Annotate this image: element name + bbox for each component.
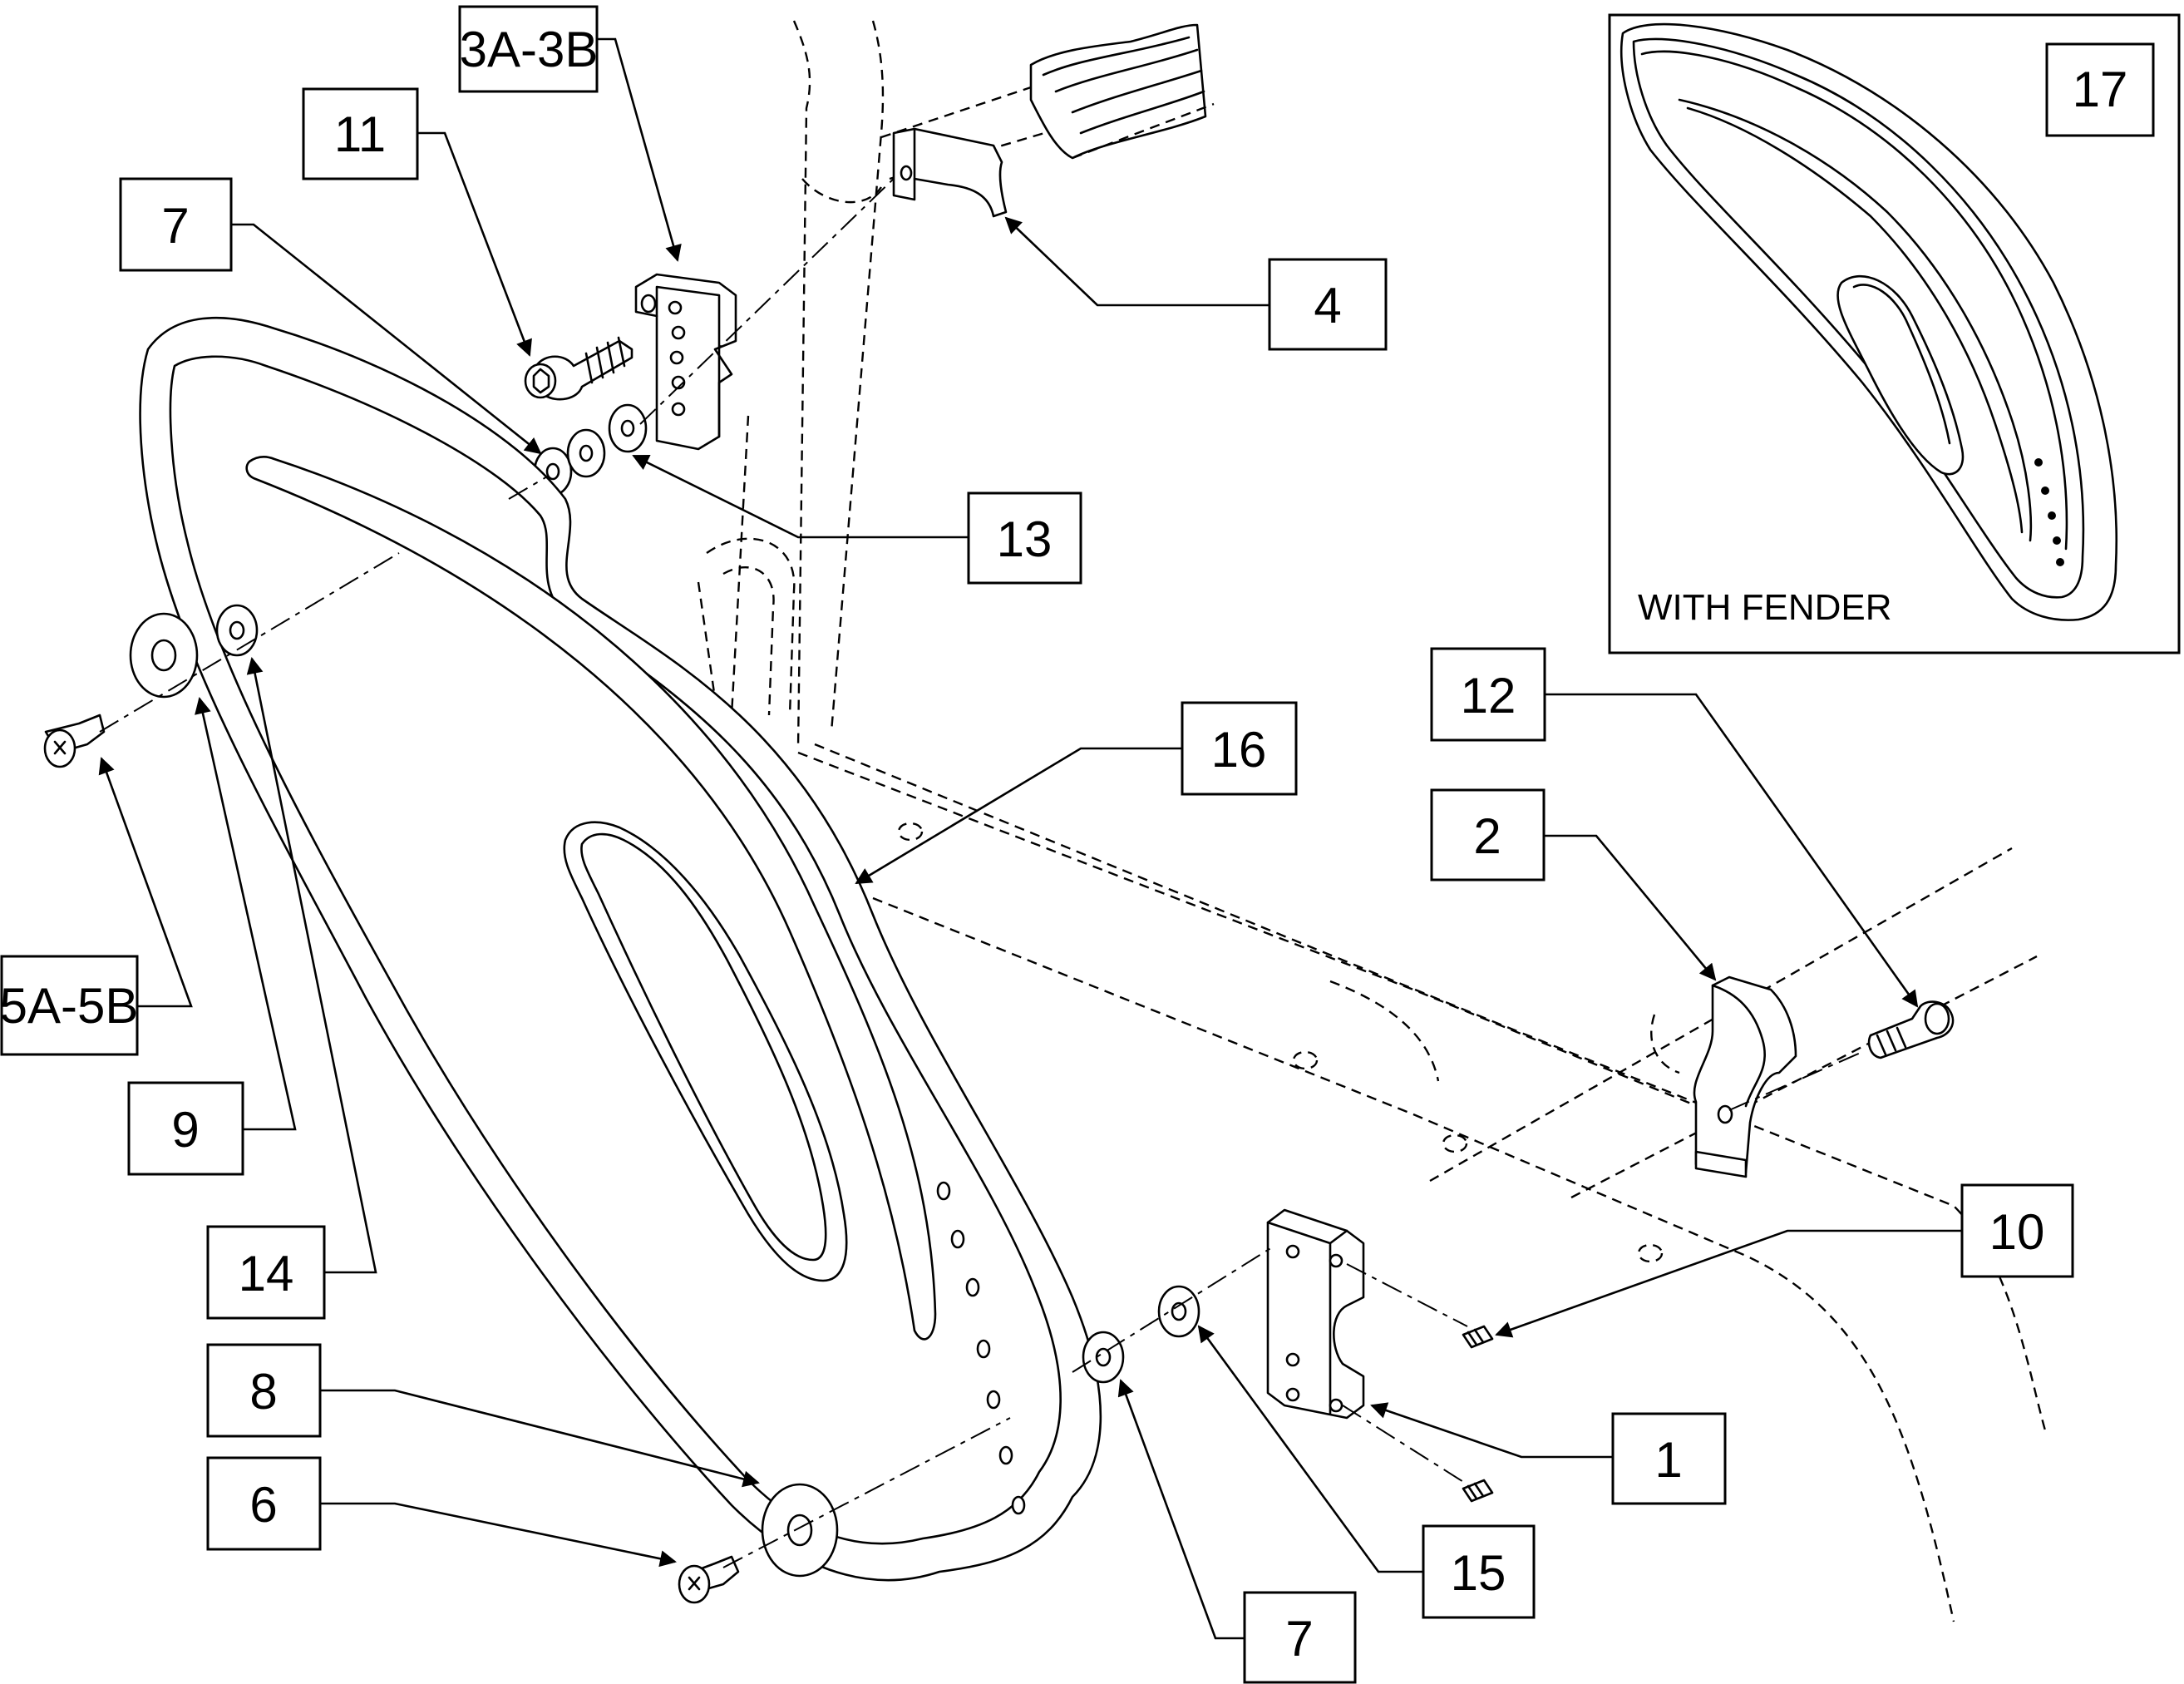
- label-7-bottom: 7: [1285, 1611, 1313, 1667]
- callout-labels: 3A-3B 11 7 4 13 16 12 2 5A-5B 9 10 14 8 …: [0, 5, 2074, 1684]
- label-8: 8: [249, 1364, 277, 1420]
- label-2: 2: [1473, 808, 1501, 864]
- leader-lines: [98, 37, 1962, 1640]
- assembly-axes: [99, 174, 1863, 1568]
- lower-clamp-part-2: [1693, 975, 1797, 1178]
- lower-left-hardware: [678, 1483, 839, 1604]
- label-9: 9: [171, 1102, 199, 1158]
- fender-plate-part-17: [1620, 22, 2118, 621]
- inset-with-fender: 17 WITH FENDER: [1608, 13, 2181, 654]
- label-3a-3b: 3A-3B: [460, 22, 599, 77]
- label-4: 4: [1314, 278, 1341, 333]
- label-12: 12: [1461, 668, 1516, 723]
- side-guard-part-16: [139, 316, 1102, 1582]
- label-7-top: 7: [161, 198, 189, 254]
- label-15: 15: [1451, 1545, 1506, 1601]
- bracket-part-1: [1266, 1208, 1365, 1420]
- bolt-part-11: [524, 336, 634, 401]
- lower-washer-stack: [1082, 1285, 1200, 1384]
- label-1: 1: [1654, 1432, 1682, 1488]
- label-11: 11: [334, 106, 386, 162]
- inset-caption: WITH FENDER: [1638, 587, 1892, 628]
- push-handle-grip: [1029, 23, 1215, 160]
- set-screws-part-10: [1462, 1325, 1494, 1503]
- label-16: 16: [1211, 722, 1267, 778]
- left-hardware-stack: [43, 604, 259, 768]
- label-17: 17: [2073, 62, 2128, 117]
- bracket-part-3: [634, 273, 737, 451]
- upper-clamp-part-4: [892, 127, 1008, 218]
- label-6: 6: [249, 1477, 277, 1533]
- label-14: 14: [239, 1246, 294, 1301]
- label-5a-5b: 5A-5B: [0, 978, 138, 1034]
- label-10: 10: [1989, 1204, 2045, 1260]
- label-13: 13: [997, 511, 1053, 567]
- bolt-part-12: [1867, 1000, 1955, 1059]
